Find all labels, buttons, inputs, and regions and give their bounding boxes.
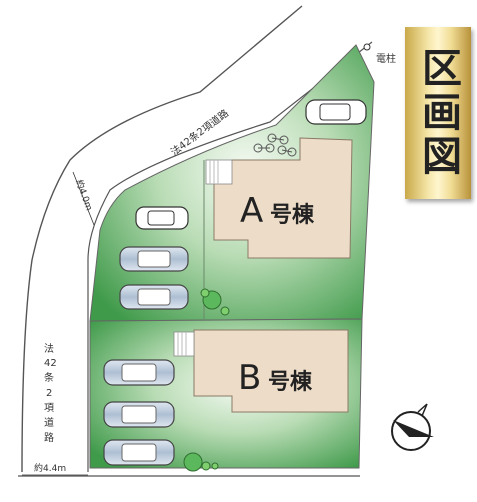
svg-text:号棟: 号棟	[268, 369, 313, 395]
shrubs-b	[183, 452, 219, 472]
svg-text:条: 条	[44, 371, 54, 384]
width-label-bottom: 約4.4m	[34, 462, 66, 474]
car-a-2	[119, 246, 189, 272]
svg-text:法: 法	[44, 342, 54, 355]
width-label-top: 約4.0m	[73, 178, 95, 212]
label-lot-a: A 号棟	[240, 191, 315, 231]
car-b-1	[103, 359, 175, 386]
utility-pole-icon	[363, 43, 371, 51]
title-plate: 区画図	[405, 27, 471, 199]
svg-text:B: B	[238, 358, 261, 398]
svg-text:道: 道	[44, 416, 54, 429]
page-title: 区画図	[415, 47, 461, 179]
car-b-3	[103, 439, 175, 466]
bicycles	[253, 133, 297, 157]
road-edge-inner	[87, 41, 373, 472]
svg-text:号棟: 号棟	[270, 202, 315, 228]
road-edge-outer	[21, 5, 303, 473]
car-a-top	[305, 99, 367, 125]
svg-text:項: 項	[44, 402, 54, 414]
compass-icon	[391, 403, 434, 451]
building-a	[205, 137, 353, 259]
road-label-left: 法 42 条 2 項 道 路	[44, 342, 57, 444]
svg-text:路: 路	[44, 431, 54, 444]
car-a-3	[119, 284, 189, 310]
svg-text:A: A	[240, 191, 263, 231]
shrubs-a	[200, 288, 230, 316]
pole-label: 電柱	[376, 52, 396, 65]
label-lot-b: B 号棟	[238, 358, 313, 398]
building-b	[173, 329, 349, 413]
svg-text:2: 2	[46, 388, 52, 399]
car-a-1	[135, 206, 189, 230]
svg-text:42: 42	[44, 358, 57, 369]
car-b-2	[103, 401, 175, 428]
